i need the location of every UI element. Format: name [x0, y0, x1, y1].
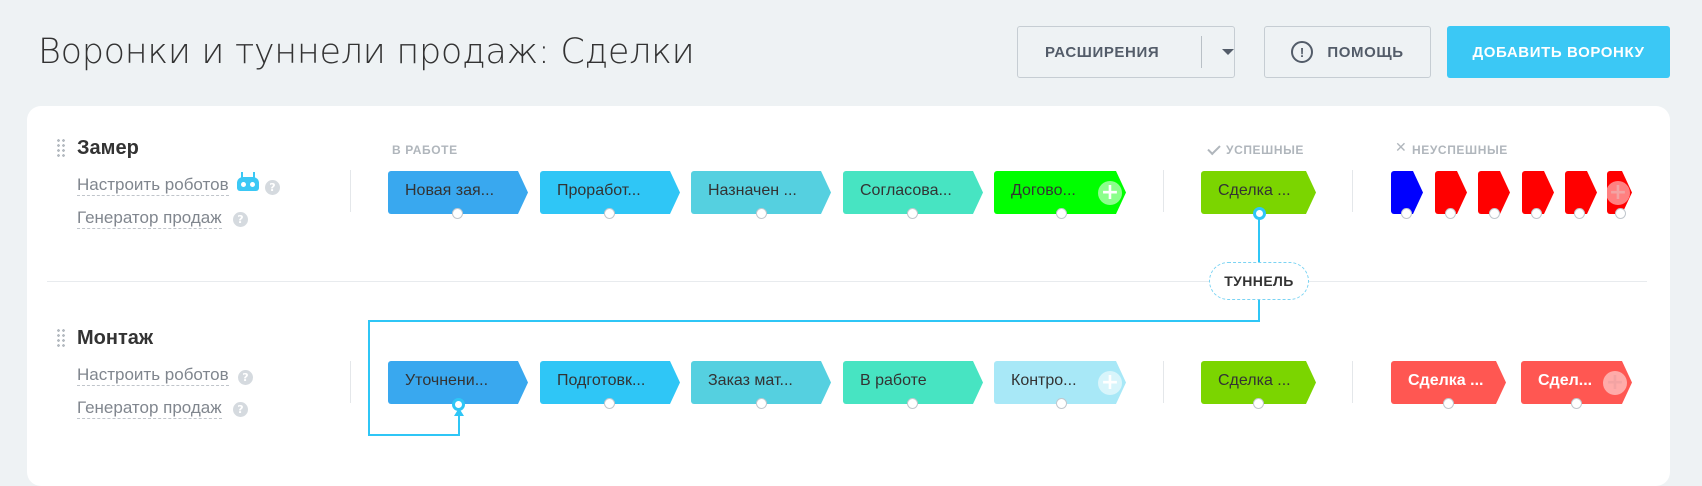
funnels-card — [27, 106, 1670, 486]
plus-icon[interactable]: + — [1606, 181, 1630, 205]
drag-handle-icon[interactable] — [56, 328, 66, 348]
extensions-label: РАСШИРЕНИЯ — [1045, 43, 1160, 61]
stage-connector[interactable] — [907, 208, 918, 219]
plus-icon[interactable]: + — [1098, 181, 1122, 205]
add-funnel-button[interactable]: ДОБАВИТЬ ВОРОНКУ — [1447, 26, 1670, 78]
extensions-button[interactable]: РАСШИРЕНИЯ — [1017, 26, 1235, 78]
stage-connector[interactable] — [1615, 208, 1626, 219]
stage-connector[interactable] — [1445, 208, 1456, 219]
robot-antenna — [253, 172, 255, 178]
tunnel-end-dot[interactable] — [452, 398, 465, 411]
stage-agreement[interactable]: Согласова... — [843, 171, 983, 214]
divider — [1163, 170, 1164, 212]
question-icon[interactable]: ? — [265, 180, 280, 195]
configure-robots-link[interactable]: Настроить роботов — [77, 175, 229, 196]
stage-connector[interactable] — [1571, 398, 1582, 409]
tunnel-line — [368, 434, 460, 436]
question-icon[interactable]: ? — [233, 402, 248, 417]
stage-connector[interactable] — [452, 208, 463, 219]
stage-connector[interactable] — [1443, 398, 1454, 409]
column-header-success: УСПЕШНЫЕ — [1226, 143, 1305, 157]
stage-new-request[interactable]: Новая зая... — [388, 171, 528, 214]
chevron-down-icon[interactable] — [1222, 49, 1234, 55]
question-icon[interactable]: ? — [233, 212, 248, 227]
stage-connector[interactable] — [1056, 208, 1067, 219]
button-divider — [1201, 36, 1202, 68]
stage-connector[interactable] — [1531, 208, 1542, 219]
stage-clarification[interactable]: Уточнени... — [388, 361, 528, 404]
stage-connector[interactable] — [756, 208, 767, 219]
help-label: ПОМОЩЬ — [1327, 43, 1404, 61]
exclamation-circle-icon: ! — [1291, 41, 1314, 63]
question-icon[interactable]: ? — [238, 370, 253, 385]
stage-connector[interactable] — [1574, 208, 1585, 219]
stage-connector[interactable] — [604, 208, 615, 219]
tunnel-badge[interactable]: ТУННЕЛЬ — [1209, 262, 1309, 300]
stage-success[interactable]: Сделка ... — [1201, 361, 1316, 404]
stage-scheduled[interactable]: Назначен ... — [691, 171, 831, 214]
page-title: Воронки и туннели продаж: Сделки — [38, 32, 695, 72]
robot-antenna — [241, 172, 243, 178]
pipeline-separator — [47, 281, 1647, 282]
stage-success[interactable]: Сделка ... — [1201, 171, 1316, 214]
cross-icon: ✕ — [1395, 140, 1407, 156]
pipeline-name[interactable]: Замер — [77, 137, 139, 159]
help-button[interactable]: ! ПОМОЩЬ — [1264, 26, 1431, 78]
divider — [350, 361, 351, 403]
add-funnel-label: ДОБАВИТЬ ВОРОНКУ — [1472, 43, 1645, 61]
arrow-up-icon — [454, 408, 464, 416]
stage-fail[interactable]: Сделка ... — [1391, 361, 1506, 404]
column-header-fail: НЕУСПЕШНЫЕ — [1412, 143, 1508, 157]
stage-connector[interactable] — [1056, 398, 1067, 409]
divider — [350, 170, 351, 212]
stage-in-work[interactable]: В работе — [843, 361, 983, 404]
drag-handle-icon[interactable] — [56, 138, 66, 158]
tunnel-line — [368, 320, 370, 436]
tunnel-start-dot[interactable] — [1253, 207, 1266, 220]
stage-connector[interactable] — [756, 398, 767, 409]
stage-connector[interactable] — [1253, 398, 1264, 409]
configure-robots-link[interactable]: Настроить роботов — [77, 365, 229, 386]
stage-connector[interactable] — [1489, 208, 1500, 219]
plus-icon[interactable]: + — [1098, 371, 1122, 395]
pipeline-name[interactable]: Монтаж — [77, 327, 154, 349]
plus-icon[interactable]: + — [1603, 371, 1627, 395]
column-header-in-work: В РАБОТЕ — [392, 143, 458, 157]
sales-generator-link[interactable]: Генератор продаж — [77, 208, 222, 229]
stage-preparation[interactable]: Подготовк... — [540, 361, 680, 404]
robot-icon — [237, 177, 259, 191]
tunnel-line — [368, 320, 1260, 322]
stage-materials-order[interactable]: Заказ мат... — [691, 361, 831, 404]
stage-connector[interactable] — [907, 398, 918, 409]
divider — [1163, 361, 1164, 403]
stage-in-progress[interactable]: Проработ... — [540, 171, 680, 214]
divider — [1352, 361, 1353, 403]
stage-connector[interactable] — [604, 398, 615, 409]
divider — [1352, 170, 1353, 212]
stage-connector[interactable] — [1401, 208, 1412, 219]
sales-generator-link[interactable]: Генератор продаж — [77, 398, 222, 419]
tunnel-line — [458, 412, 460, 436]
